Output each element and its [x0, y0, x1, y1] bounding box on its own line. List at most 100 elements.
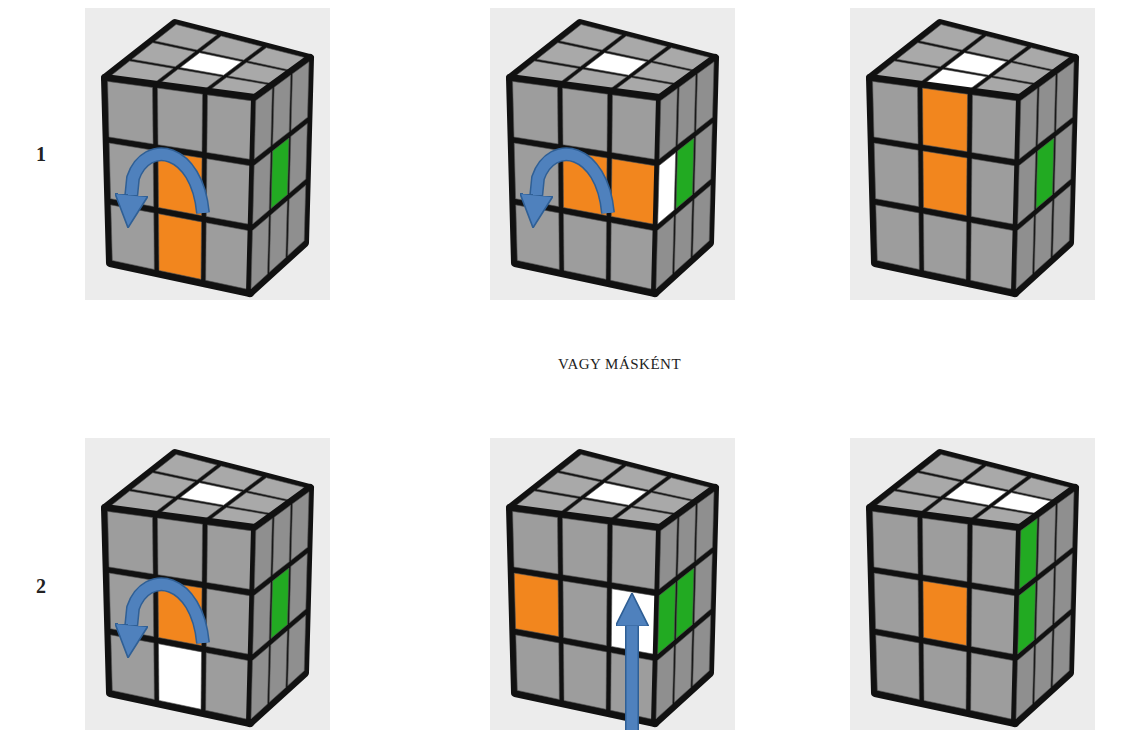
cube-sticker	[676, 138, 694, 209]
cube-face	[105, 508, 255, 723]
cube-sticker	[656, 216, 674, 289]
cube-sticker	[271, 138, 289, 209]
cube-face	[655, 488, 715, 723]
turn-arrow	[535, 154, 608, 213]
cube-sticker	[656, 646, 674, 719]
cube-sticker	[971, 223, 1015, 289]
cube-sticker	[1034, 631, 1052, 703]
cube-face	[1015, 58, 1075, 293]
cube-sticker	[924, 214, 967, 279]
cube-sticker	[612, 525, 658, 590]
turn-arrow	[627, 613, 638, 730]
cube-sticker	[206, 159, 251, 225]
image-ground	[85, 438, 330, 730]
cube-sticker	[288, 185, 306, 256]
image-ground	[850, 438, 1095, 730]
cube-sticker	[924, 644, 967, 710]
rubiks-cube	[850, 438, 1095, 730]
cube-sticker	[1036, 568, 1054, 639]
cube-sticker	[1034, 201, 1052, 272]
cube-sticker	[206, 589, 251, 655]
cube-sticker	[674, 631, 692, 703]
rubiks-cube	[490, 8, 735, 300]
image-ground	[850, 8, 1095, 300]
cube-sticker	[658, 583, 676, 655]
cube-sticker	[873, 81, 919, 143]
cube-sticker	[972, 525, 1018, 590]
cube-sticker	[693, 615, 711, 686]
cube-sticker	[108, 81, 154, 143]
cube-sticker	[563, 581, 607, 646]
cube-sticker	[874, 573, 919, 637]
cube-sticker	[1019, 519, 1037, 590]
cube-face	[510, 78, 660, 293]
cube-sticker	[513, 81, 559, 143]
cube-sticker	[514, 573, 559, 637]
cube-sticker	[516, 635, 560, 700]
turn-arrow-outline	[535, 154, 608, 213]
cube-sticker	[696, 492, 714, 561]
cube-sticker	[111, 635, 155, 700]
cube-sticker	[1018, 583, 1036, 655]
cube-sticker	[563, 518, 608, 582]
cube-sticker	[1019, 89, 1037, 160]
cube-sticker	[693, 185, 711, 256]
cube-sticker	[678, 75, 696, 145]
cube-sticker	[659, 519, 677, 590]
cube-face	[250, 58, 310, 293]
cube-sticker	[923, 88, 968, 152]
cube-sticker	[1016, 646, 1034, 719]
cube-sticker	[1053, 185, 1071, 256]
turn-arrow-outline	[130, 154, 203, 213]
cube-sticker	[253, 153, 271, 225]
cube-sticker	[108, 511, 154, 574]
cube-sticker	[291, 492, 309, 561]
cube-sticker	[611, 159, 656, 225]
rubiks-cube	[490, 438, 735, 730]
cube-sticker	[873, 511, 919, 574]
cube-sticker	[1016, 216, 1034, 289]
cube-sticker	[659, 89, 677, 160]
cube-sticker	[1018, 153, 1036, 225]
cube-sticker	[288, 615, 306, 686]
cube-sticker	[1038, 75, 1056, 145]
cube-sticker	[972, 95, 1018, 159]
cube-sticker	[1036, 138, 1054, 209]
cube-face	[870, 508, 1020, 723]
cube-face	[1015, 488, 1075, 723]
cube-sticker	[971, 589, 1016, 655]
cube-face	[250, 488, 310, 723]
cube-sticker	[611, 223, 655, 289]
cube-sticker	[923, 151, 967, 216]
rubiks-cube	[850, 8, 1095, 300]
cube-sticker	[1054, 124, 1072, 194]
cube-sticker	[971, 653, 1015, 720]
turn-arrow-outline	[130, 584, 203, 643]
row-number: 2	[36, 575, 46, 598]
cube-sticker	[923, 518, 968, 582]
cube-sticker	[269, 631, 287, 703]
turn-arrow	[130, 584, 203, 643]
cube-sticker	[923, 581, 967, 646]
cube-sticker	[206, 223, 250, 289]
cube-sticker	[658, 153, 676, 225]
image-ground	[85, 8, 330, 300]
cube-sticker	[1038, 505, 1056, 574]
image-ground	[490, 8, 735, 300]
cube-sticker	[678, 505, 696, 574]
cube-sticker	[289, 124, 307, 194]
cube-sticker	[251, 646, 269, 719]
cube-face	[655, 58, 715, 293]
cube-face	[870, 78, 1020, 293]
cube-sticker	[206, 653, 250, 720]
turn-arrow-outline	[625, 613, 639, 730]
cube-sticker	[694, 554, 712, 624]
cube-sticker	[158, 88, 203, 152]
cube-sticker	[676, 568, 694, 639]
cube-sticker	[1054, 554, 1072, 624]
cube-sticker	[254, 519, 272, 590]
cube-sticker	[159, 214, 202, 279]
cube-sticker	[696, 62, 714, 131]
cube-sticker	[158, 518, 203, 582]
cube-sticker	[273, 75, 291, 145]
